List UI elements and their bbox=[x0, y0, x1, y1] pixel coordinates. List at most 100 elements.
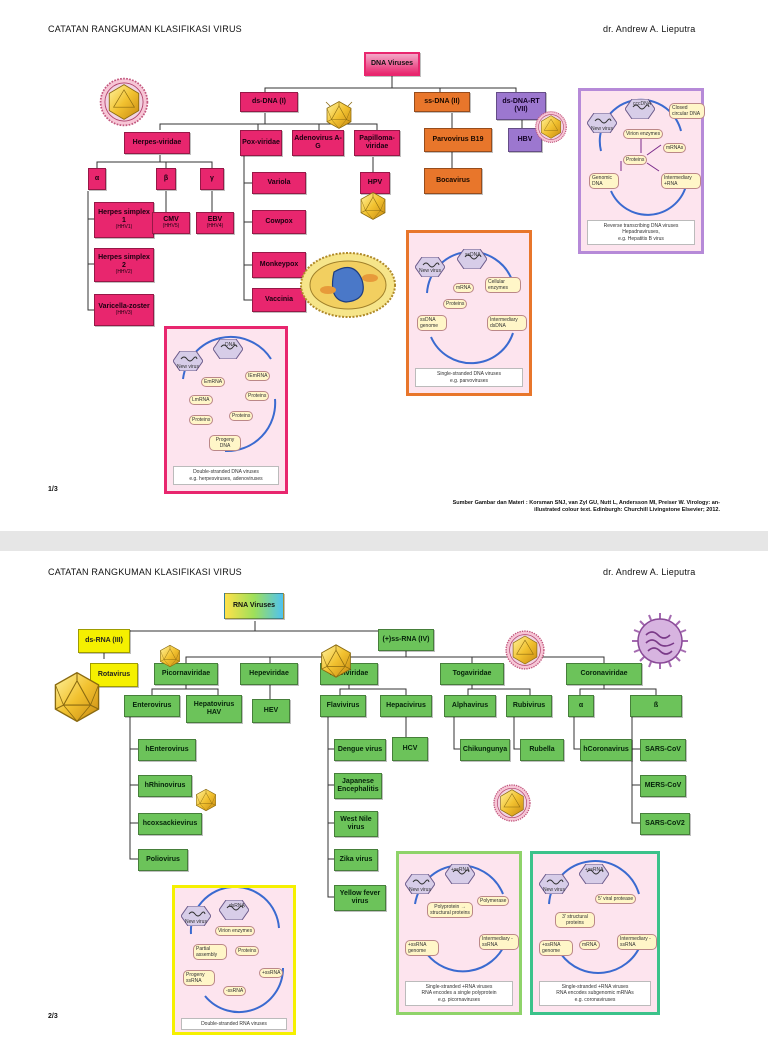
node-beta-corona: ß bbox=[630, 695, 682, 717]
n-new-virus: New virus bbox=[185, 919, 207, 925]
n-cccdna: cccDNA bbox=[633, 101, 652, 107]
adenovirus-icon bbox=[325, 98, 353, 132]
node-zika: Zika virus bbox=[334, 849, 378, 871]
root-rna-viruses: RNA Viruses bbox=[224, 593, 284, 619]
source-citation: Sumber Gambar dan Materi : Korsman SNJ, … bbox=[300, 500, 720, 515]
n-cellular-enzymes: Cellular enzymes bbox=[485, 277, 521, 293]
n-proteins: Proteins bbox=[443, 299, 468, 309]
node-bocavirus: Bocavirus bbox=[424, 168, 482, 194]
node-alpha: α bbox=[88, 168, 106, 190]
root-dna-viruses: DNA Viruses bbox=[364, 52, 420, 76]
node-chikungunya: Chikungunya bbox=[460, 739, 510, 761]
hsv1-label: Herpes simplex 1 bbox=[98, 209, 150, 225]
panel-reverse-transcribing: New virus cccDNA Closed circular DNA Vir… bbox=[578, 88, 705, 254]
caption-line1: Single-stranded +RNA viruses bbox=[425, 983, 493, 990]
vzv-label: Varicella-zoster bbox=[98, 303, 150, 311]
node-hcv: HCV bbox=[392, 737, 428, 761]
n-intermediary-dsdna: Intermediary dsDNA bbox=[487, 315, 527, 331]
node-mers-cov: MERS-CoV bbox=[640, 775, 686, 797]
n-pos-ssrna: +ssRNA bbox=[259, 968, 284, 978]
node-hepeviridae: Hepeviridae bbox=[240, 663, 298, 685]
n-mrna: mRNA bbox=[453, 283, 474, 293]
panel-coronavirus: New virus +ssRNA 5' viral protease 3' st… bbox=[530, 851, 660, 1015]
author-name: dr. Andrew A. Lieputra bbox=[603, 24, 696, 34]
panel-double-stranded-rna: New virus dsRNA Virion enzymes Partial a… bbox=[172, 885, 296, 1035]
node-hsv2: Herpes simplex 2 (HHV2) bbox=[94, 248, 154, 282]
rhinovirus-icon bbox=[194, 787, 218, 813]
n-dsrna: dsRNA bbox=[229, 903, 245, 909]
node-picornaviridae: Picornaviridae bbox=[154, 663, 218, 685]
n-new-virus: New virus bbox=[419, 268, 441, 274]
node-west-nile: West Nile virus bbox=[334, 811, 378, 837]
hsv2-label: Herpes simplex 2 bbox=[98, 254, 150, 270]
node-ds-dna: ds-DNA (I) bbox=[240, 92, 298, 112]
page-number: 2/3 bbox=[48, 1013, 58, 1020]
page-rna-viruses: CATATAN RANGKUMAN KLASIFIKASI VIRUS dr. … bbox=[0, 551, 768, 1035]
n-progeny-ssrna: Progeny ssRNA bbox=[183, 970, 215, 986]
n-pos-ssrna: +ssRNA bbox=[585, 867, 604, 873]
node-monkeypox: Monkeypox bbox=[252, 252, 306, 278]
node-flavivirus: Flavivirus bbox=[320, 695, 366, 717]
node-rubella: Rubella bbox=[520, 739, 564, 761]
caption-line2: e.g. parvoviruses bbox=[449, 377, 489, 384]
n-viral-protease: 5' viral protease bbox=[595, 894, 637, 904]
node-dengue: Dengue virus bbox=[334, 739, 386, 761]
node-japanese-encephalitis: Japanese Encephalitis bbox=[334, 773, 382, 799]
panel-single-stranded-dna: New virus ssDNA mRNA Cellular enzymes Pr… bbox=[406, 230, 532, 396]
caption-line2: Hepadnaviruses, bbox=[622, 229, 660, 235]
caption-line3: e.g. picornaviruses bbox=[438, 996, 480, 1003]
hbv-virus-icon bbox=[534, 110, 568, 144]
n-mrna: mRNA bbox=[579, 940, 600, 950]
panel-caption: Double-stranded DNA viruses e.g. herpesv… bbox=[173, 466, 279, 485]
node-sars-cov2: SARS-CoV2 bbox=[640, 813, 690, 835]
ebv-label: EBV bbox=[207, 216, 223, 224]
n-ssrna-genome: +ssRNA genome bbox=[539, 940, 573, 956]
panel-double-stranded-dna: New virus DNA EmRNA IEmRNA Proteins LmRN… bbox=[164, 326, 288, 494]
n-genomic-dna: Genomic DNA bbox=[589, 173, 619, 189]
n-neg-ssrna: -ssRNA bbox=[223, 986, 247, 996]
flavivirus-icon bbox=[318, 641, 354, 681]
node-henterovirus: hEnterovirus bbox=[138, 739, 196, 761]
panel-caption: Single-stranded +RNA viruses RNA encodes… bbox=[539, 980, 651, 1006]
node-hsv1: Herpes simplex 1 (HHV1) bbox=[94, 202, 154, 238]
caption-line2: RNA encodes subgenomic mRNAs bbox=[556, 990, 634, 996]
source-line1: Sumber Gambar dan Materi : Korsman SNJ, … bbox=[452, 500, 720, 506]
togavirus-enveloped-icon bbox=[504, 629, 546, 671]
page-number: 1/3 bbox=[48, 486, 58, 493]
panel-caption: Reverse transcribing DNA viruses Hepadna… bbox=[587, 219, 695, 245]
node-alpha-corona: α bbox=[568, 695, 594, 717]
node-vzv: Varicella-zoster (HHV3) bbox=[94, 294, 154, 326]
ebv-sub: (HHV4) bbox=[206, 223, 224, 230]
n-intermediary-ssrna: Intermediary -ssRNA bbox=[617, 934, 657, 950]
n-emrna: EmRNA bbox=[201, 377, 226, 387]
coronavirus-icon bbox=[630, 611, 690, 671]
source-line2: illustrated colour text. Edinburgh: Chur… bbox=[534, 507, 720, 514]
n-new-virus: New virus bbox=[591, 126, 613, 132]
node-poxviridae: Pox-viridae bbox=[240, 130, 282, 156]
node-ds-dna-rt: ds-DNA-RT (VII) bbox=[496, 92, 546, 120]
node-enterovirus: Enterovirus bbox=[124, 695, 180, 717]
n-mrnas: mRNAs bbox=[663, 143, 687, 153]
node-yellow-fever: Yellow fever virus bbox=[334, 885, 386, 911]
node-gamma: γ bbox=[200, 168, 224, 190]
page-separator bbox=[0, 531, 768, 551]
rotavirus-icosahedral-icon bbox=[50, 667, 104, 727]
panel-caption: Single-stranded DNA viruses e.g. parvovi… bbox=[415, 368, 523, 387]
caption-line1: Single-stranded +RNA viruses bbox=[561, 983, 629, 990]
n-ssrna-genome: +ssRNA genome bbox=[405, 940, 439, 956]
node-parvovirus-b19: Parvovirus B19 bbox=[424, 128, 492, 152]
tree-connectors bbox=[87, 76, 523, 311]
node-pos-ss-rna: (+)ss-RNA (IV) bbox=[378, 629, 434, 651]
vzv-sub: (HHV3) bbox=[115, 310, 133, 317]
n-dna: DNA bbox=[225, 342, 236, 348]
caption-line1: Reverse transcribing DNA viruses bbox=[603, 222, 679, 229]
n-intermediary-rna: Intermediary +RNA bbox=[661, 173, 701, 189]
hsv1-sub: (HHV1) bbox=[115, 224, 133, 231]
poxvirus-icon bbox=[298, 250, 398, 320]
caption-line3: e.g. coronaviruses bbox=[574, 996, 616, 1003]
n-polymerase: Polymerase bbox=[477, 896, 510, 906]
n-proteins: Proteins bbox=[623, 155, 648, 165]
node-alphavirus: Alphavirus bbox=[444, 695, 496, 717]
n-polyprotein: Polyprotein → structural proteins bbox=[427, 902, 473, 918]
n-new-virus: New virus bbox=[543, 887, 565, 893]
